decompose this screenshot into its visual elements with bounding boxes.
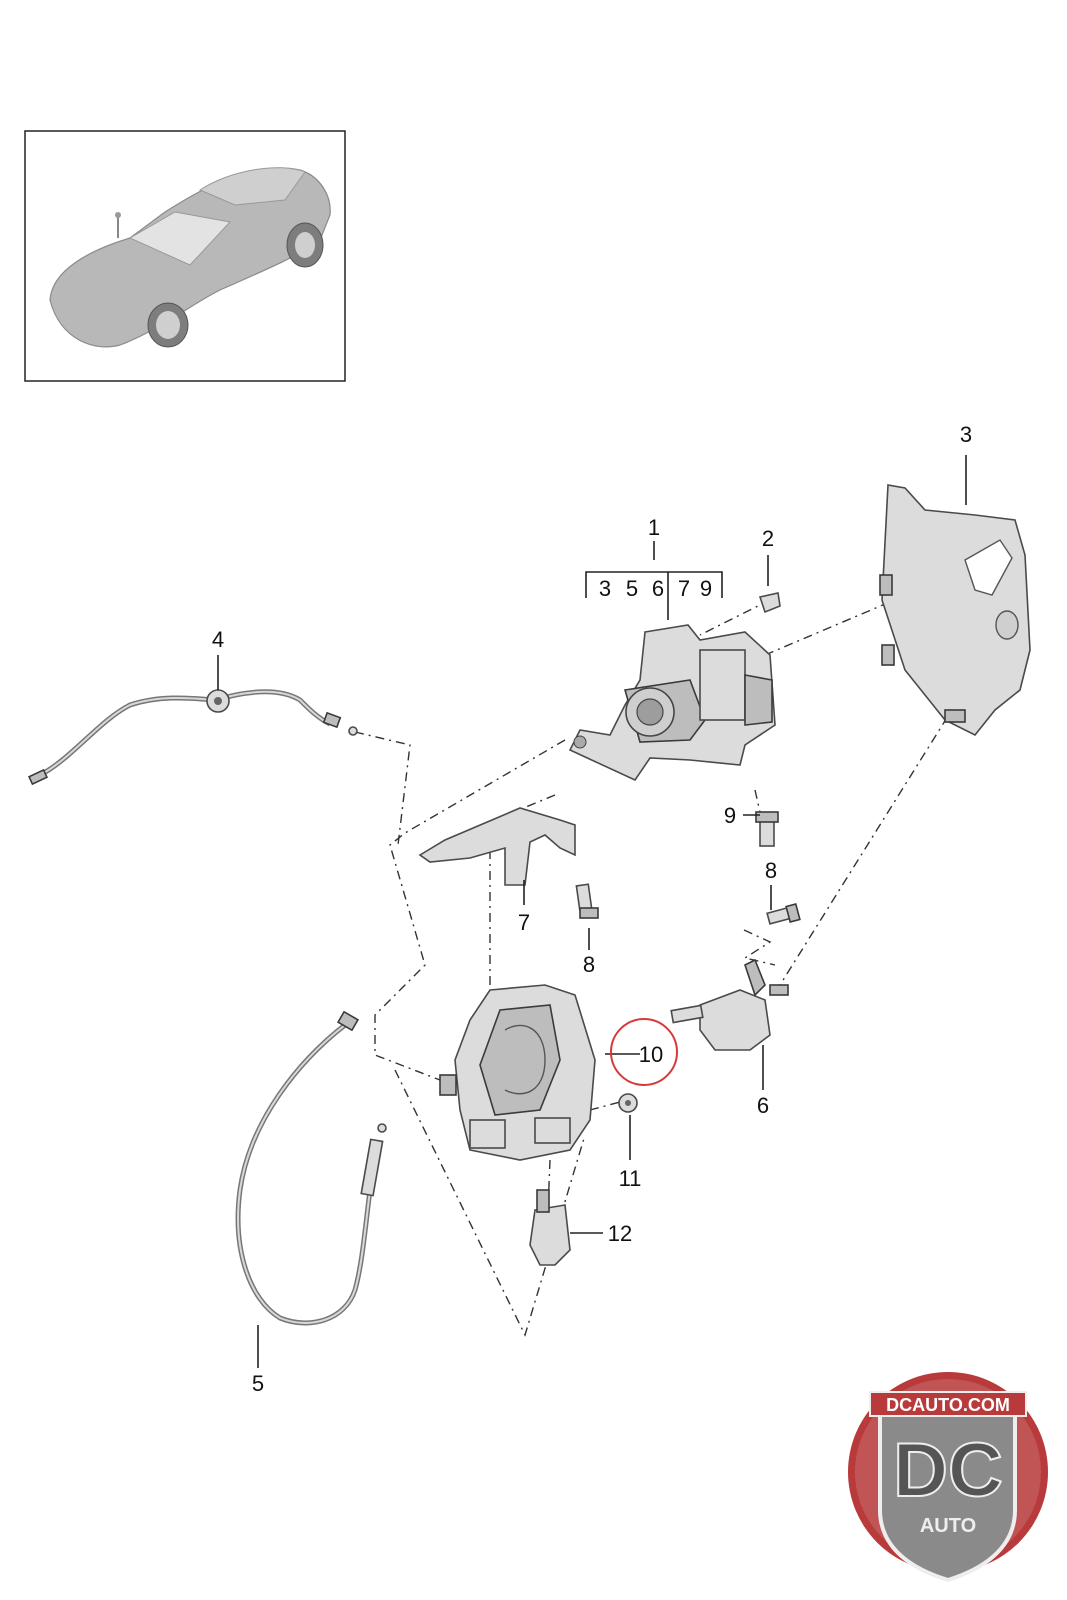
part-3-trim-cover bbox=[879, 484, 1031, 737]
callout-11: 11 bbox=[619, 1166, 642, 1191]
callout-5: 5 bbox=[252, 1371, 264, 1396]
callout-labels: 3 1 2 4 9 7 8 8 10 6 11 12 5 bbox=[212, 422, 972, 1396]
callout-9: 9 bbox=[724, 803, 736, 828]
part-10-door-latch bbox=[439, 984, 596, 1161]
kit-item: 3 bbox=[599, 576, 611, 601]
kit-item: 6 bbox=[652, 576, 664, 601]
watermark-top-text: DCAUTO.COM bbox=[886, 1395, 1010, 1415]
kit-contents: 3 5 6 7 9 bbox=[599, 576, 712, 601]
watermark-big-text: DC bbox=[893, 1428, 1003, 1513]
kit-item: 9 bbox=[700, 576, 712, 601]
callout-8-upper: 8 bbox=[583, 952, 595, 977]
part-6-lock-cylinder bbox=[670, 958, 789, 1051]
kit-item: 5 bbox=[626, 576, 638, 601]
part-8-screw-lower bbox=[766, 902, 801, 925]
car-thumbnail-icon bbox=[24, 130, 346, 382]
part-7-bracket bbox=[418, 807, 576, 886]
dcauto-logo-icon: DCAUTO.COM DC AUTO bbox=[848, 1372, 1048, 1583]
part-4-cable bbox=[27, 689, 358, 786]
part-2-screw bbox=[758, 592, 781, 614]
callout-2: 2 bbox=[762, 526, 774, 551]
callout-8-lower: 8 bbox=[765, 858, 777, 883]
kit-item: 7 bbox=[678, 576, 690, 601]
callout-4: 4 bbox=[212, 627, 224, 652]
highlight-circle bbox=[610, 1018, 678, 1086]
callout-7: 7 bbox=[518, 910, 530, 935]
part-9-bolt bbox=[755, 811, 779, 847]
watermark-bottom-text: AUTO bbox=[920, 1515, 976, 1537]
part-11-screw bbox=[618, 1093, 638, 1113]
callout-10: 10 bbox=[639, 1042, 663, 1067]
callout-6: 6 bbox=[757, 1093, 769, 1118]
leader-lines bbox=[217, 455, 967, 1368]
part-8-screw-upper bbox=[575, 883, 599, 919]
callout-12: 12 bbox=[608, 1221, 632, 1246]
part-5-cable bbox=[235, 1010, 387, 1326]
callout-1: 1 bbox=[648, 515, 660, 540]
callout-3: 3 bbox=[960, 422, 972, 447]
part-1-lock-assembly bbox=[568, 624, 776, 782]
part-12-connector bbox=[529, 1189, 571, 1266]
